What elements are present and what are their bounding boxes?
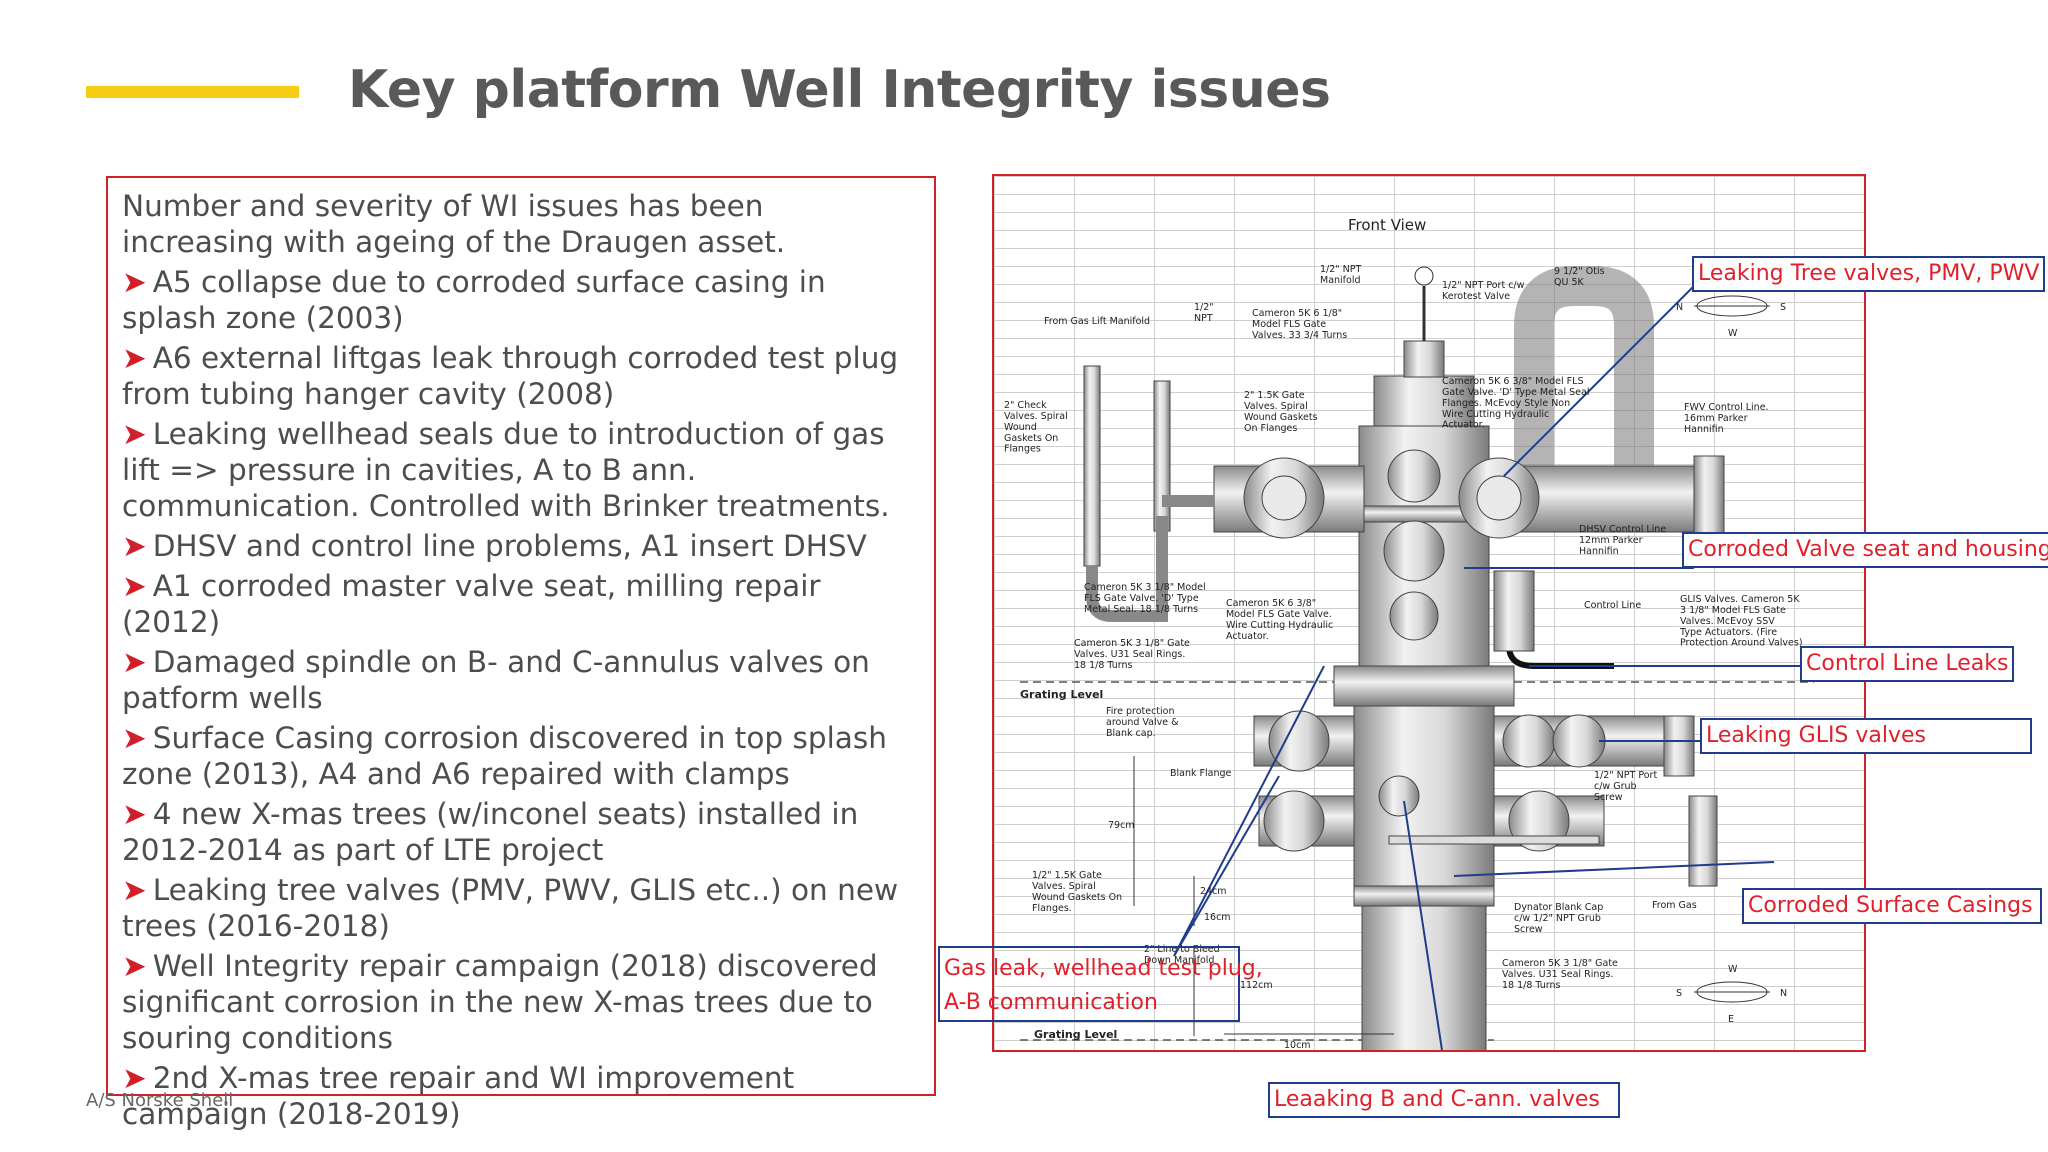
arrow-bullet-icon: ➤ xyxy=(122,721,147,755)
xmas-tree-drawing: Front View Grating Level Grating Level 1… xyxy=(1004,216,1814,1051)
callout-glis: Leaking GLIS valves xyxy=(1700,718,2032,754)
arrow-bullet-icon: ➤ xyxy=(122,569,147,603)
label-79cm: 79cm xyxy=(1108,820,1135,831)
front-view-label: Front View xyxy=(1348,216,1426,234)
list-item: ➤Leaking tree valves (PMV, PWV, GLIS etc… xyxy=(122,873,899,943)
label-from-gas: From Gas xyxy=(1652,900,1697,911)
list-item: ➤Leaking wellhead seals due to introduct… xyxy=(122,417,890,523)
compass-e-lower: E xyxy=(1728,1014,1734,1025)
label-24cm: 24cm xyxy=(1200,886,1227,897)
callout-tree-valves: Leaking Tree valves, PMV, PWV xyxy=(1692,256,2046,292)
arrow-bullet-icon: ➤ xyxy=(122,645,147,679)
compass-n: N xyxy=(1676,302,1683,313)
compass-s: S xyxy=(1780,302,1786,313)
list-item: ➤Surface Casing corrosion discovered in … xyxy=(122,721,887,791)
compass-n-lower: N xyxy=(1780,988,1787,999)
arrow-bullet-icon: ➤ xyxy=(122,797,147,831)
page-title: Key platform Well Integrity issues xyxy=(348,60,1331,120)
arrow-bullet-icon: ➤ xyxy=(122,417,147,451)
label-16cm: 16cm xyxy=(1204,912,1231,923)
label-10cm: 10cm xyxy=(1284,1040,1311,1051)
label-control-line: Control Line xyxy=(1584,600,1641,611)
callout-gas-leak: Gas leak, wellhead test plug, A-B commun… xyxy=(938,946,1263,1022)
arrow-bullet-icon: ➤ xyxy=(122,529,147,563)
callout-valve-seat: Corroded Valve seat and housings xyxy=(1682,532,2048,568)
compass-w-lower: W xyxy=(1728,964,1738,975)
footer-company: A/S Norske Shell xyxy=(86,1090,234,1111)
label-blank-flange: Blank Flange xyxy=(1170,768,1231,779)
label-from-gas-lift: From Gas Lift Manifold xyxy=(1044,316,1150,327)
arrow-bullet-icon: ➤ xyxy=(122,873,147,907)
grating-level-label-lower: Grating Level xyxy=(1034,1028,1117,1041)
issues-panel: Number and severity of WI issues has bee… xyxy=(106,176,936,1131)
arrow-bullet-icon: ➤ xyxy=(122,949,147,983)
accent-bar xyxy=(86,86,299,98)
list-item: ➤A1 corroded master valve seat, milling … xyxy=(122,569,821,639)
list-item: ➤2nd X-mas tree repair and WI improvemen… xyxy=(122,1061,795,1131)
arrow-bullet-icon: ➤ xyxy=(122,265,147,299)
callout-bc-ann: Leaaking B and C-ann. valves xyxy=(1268,1082,1620,1118)
compass-s-lower: S xyxy=(1676,988,1682,999)
list-item: ➤A6 external liftgas leak through corrod… xyxy=(122,341,899,411)
label-half-npt: 1/2"NPT xyxy=(1194,302,1214,324)
intro-text: Number and severity of WI issues has bee… xyxy=(122,189,786,259)
compass-w: W xyxy=(1728,328,1738,339)
list-item: ➤DHSV and control line problems, A1 inse… xyxy=(122,529,867,563)
callout-control-line: Control Line Leaks xyxy=(1800,646,2014,682)
arrow-bullet-icon: ➤ xyxy=(122,1061,147,1095)
arrow-bullet-icon: ➤ xyxy=(122,341,147,375)
list-item: ➤Damaged spindle on B- and C-annulus val… xyxy=(122,645,870,715)
list-item: ➤4 new X-mas trees (w/inconel seats) ins… xyxy=(122,797,859,867)
callout-surface-casings: Corroded Surface Casings xyxy=(1742,888,2042,924)
grating-level-label: Grating Level xyxy=(1020,688,1103,701)
label-112cm: 112cm xyxy=(1240,980,1273,991)
list-item: ➤Well Integrity repair campaign (2018) d… xyxy=(122,949,878,1055)
list-item: ➤A5 collapse due to corroded surface cas… xyxy=(122,265,826,335)
label-cameron-6-38b: Cameron 5K 6 3/8"Model FLS Gate Valve.Wi… xyxy=(1226,598,1333,642)
xmas-tree-diagram: Front View Grating Level Grating Level 1… xyxy=(992,174,1866,1052)
